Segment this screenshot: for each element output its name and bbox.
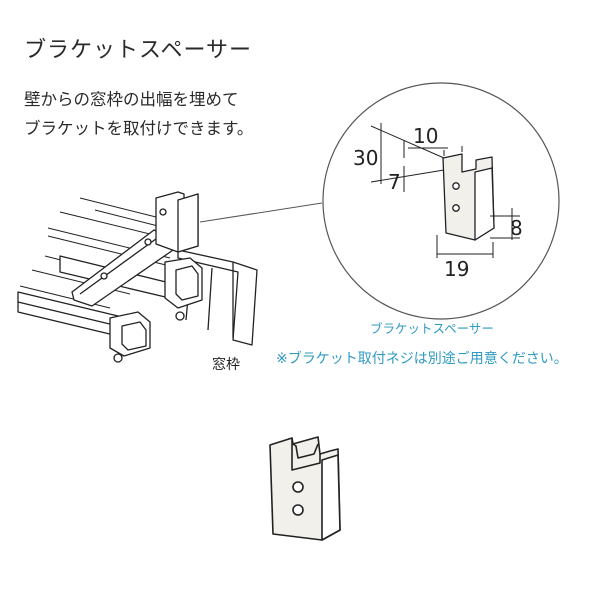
front-rail-end-cap	[109, 311, 151, 363]
dim-7: 7	[388, 170, 401, 194]
detail-circle	[322, 82, 560, 320]
callout-leader	[199, 202, 323, 223]
detail-spacer	[442, 153, 495, 241]
description-line-1: 壁からの窓枠の出幅を埋めて	[24, 90, 239, 109]
dim-19: 19	[444, 257, 469, 281]
spacer-large	[269, 436, 341, 541]
detail-caption: ブラケットスペーサー	[370, 321, 494, 336]
window-frame-label: 窓枠	[212, 357, 240, 373]
dimension-lines	[370, 123, 520, 258]
dim-10: 10	[413, 124, 438, 148]
screw-note: ※ブラケット取付ネジは別途ご用意ください。	[276, 351, 568, 367]
description-line-2: ブラケットを取付けできます。	[24, 119, 254, 138]
page-title: ブラケットスペーサー	[24, 38, 253, 63]
installed-spacer	[155, 191, 199, 253]
dimension-labels: 30 10 7 8 19	[353, 124, 523, 281]
description: 壁からの窓枠の出幅を埋めて ブラケットを取付けできます。	[24, 85, 253, 143]
back-rail-end-cap	[164, 257, 203, 321]
dim-8: 8	[510, 216, 523, 240]
installation-illustration	[17, 191, 258, 363]
dim-30: 30	[353, 146, 378, 170]
